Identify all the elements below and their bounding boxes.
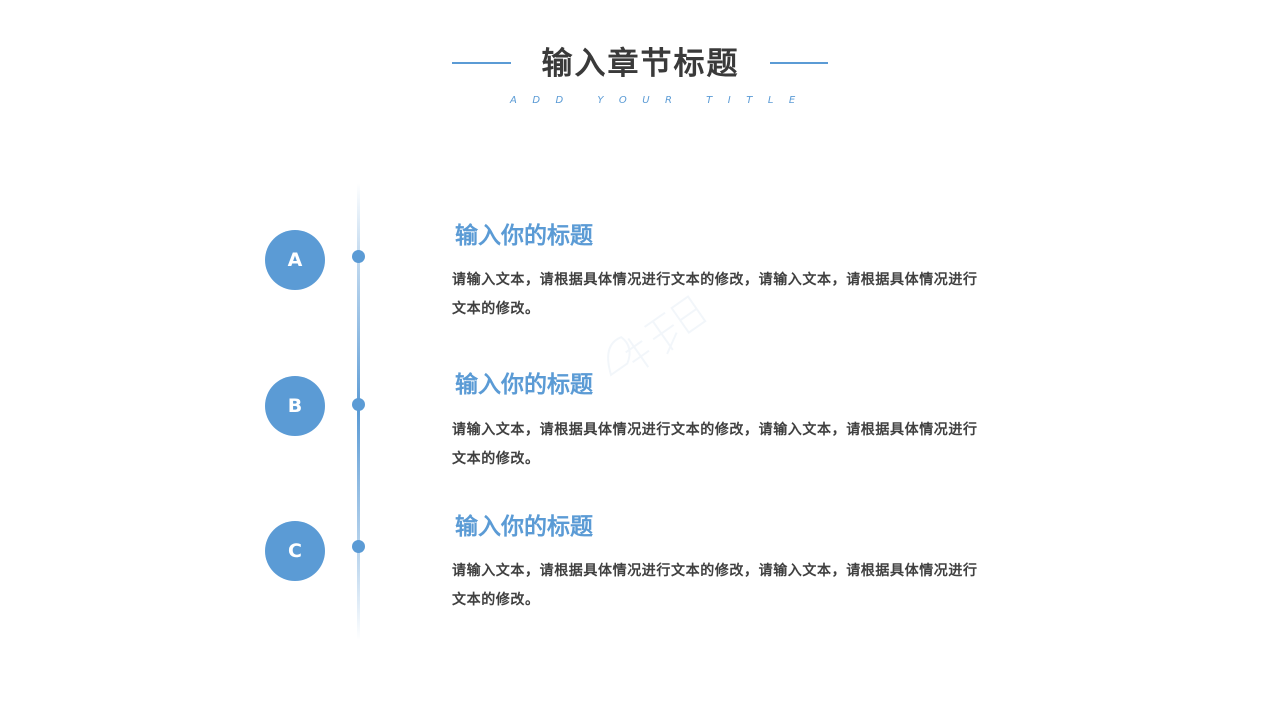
- item-title: 输入你的标题: [455, 514, 593, 540]
- timeline-dot: [352, 398, 365, 411]
- title-decor-line-right: [770, 62, 828, 64]
- badge-label: B: [287, 395, 303, 417]
- item-title: 输入你的标题: [455, 223, 593, 249]
- badge-c: C: [265, 521, 325, 581]
- item-body: 请输入文本，请根据具体情况进行文本的修改，请输入文本，请根据具体情况进行文本的修…: [452, 422, 978, 467]
- section-header: 输入章节标题 ADD YOUR TITLE: [0, 40, 1280, 120]
- badge-b: B: [265, 376, 325, 436]
- badge-a: A: [265, 230, 325, 290]
- section-title: 输入章节标题: [541, 46, 740, 82]
- timeline-dot: [352, 250, 365, 263]
- badge-label: C: [288, 540, 302, 562]
- badge-label: A: [287, 249, 303, 271]
- section-subtitle: ADD YOUR TITLE: [510, 95, 811, 106]
- title-decor-line-left: [452, 62, 511, 64]
- item-body: 请输入文本，请根据具体情况进行文本的修改，请输入文本，请根据具体情况进行文本的修…: [452, 563, 978, 608]
- item-title: 输入你的标题: [455, 372, 593, 398]
- timeline-dot: [352, 540, 365, 553]
- timeline-vertical-line: [357, 183, 360, 640]
- item-body: 请输入文本，请根据具体情况进行文本的修改，请输入文本，请根据具体情况进行文本的修…: [452, 272, 978, 317]
